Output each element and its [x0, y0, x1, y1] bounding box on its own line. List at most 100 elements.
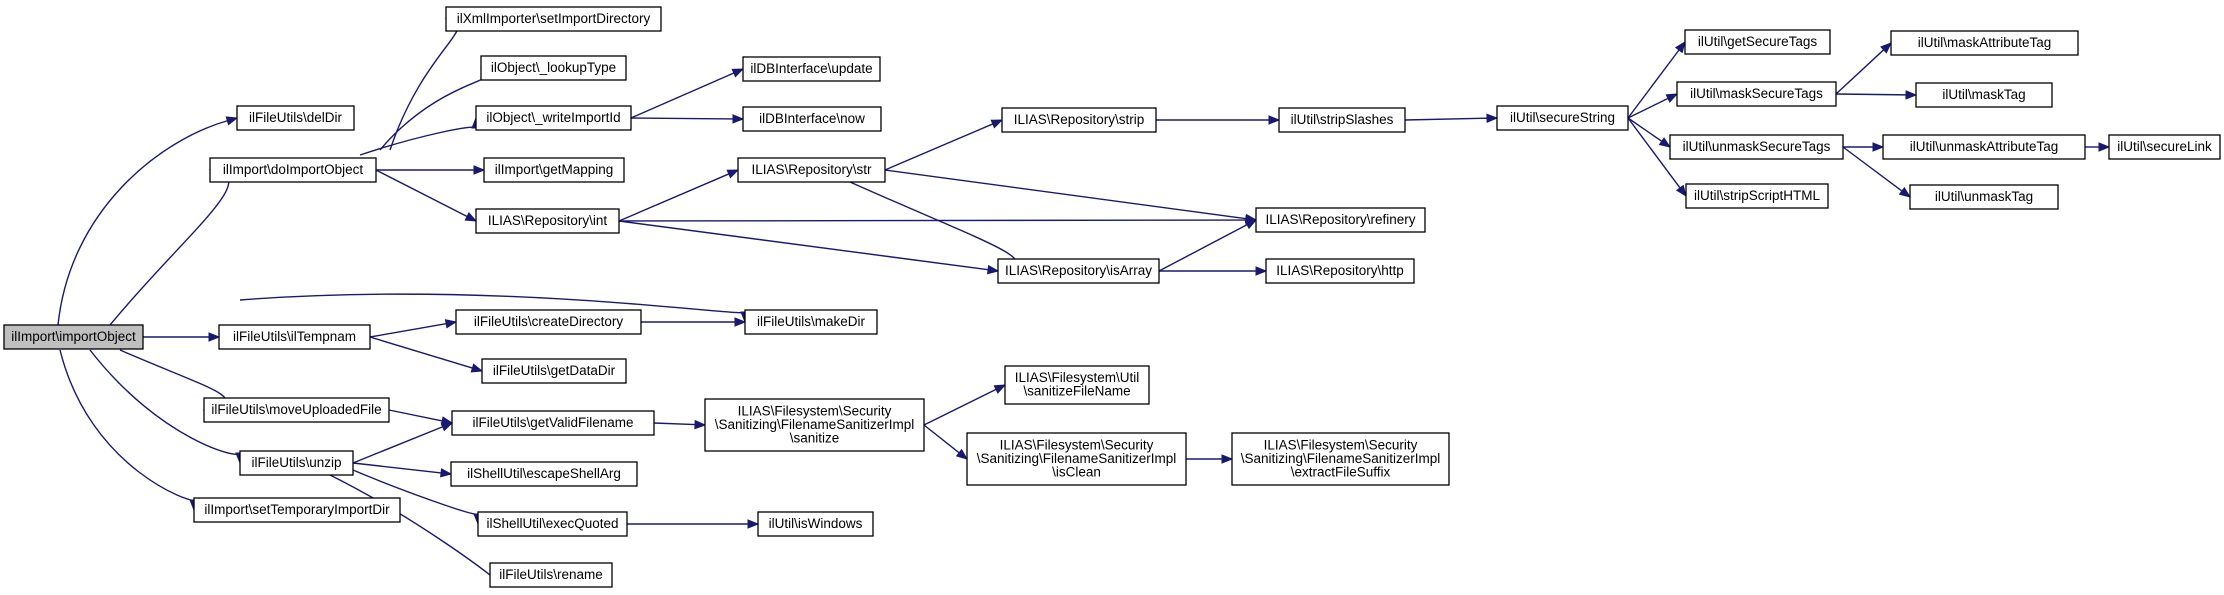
node-box [1278, 107, 1406, 133]
edge-repoIsArray-to-repoHttp [1159, 266, 1268, 276]
node-moveUploadedFile[interactable]: ilFileUtils\moveUploadedFile [203, 397, 390, 423]
node-repoInt[interactable]: ILIAS\Repository\int [475, 208, 620, 234]
edge-createDirectory-to-makeDir [641, 317, 747, 327]
node-box [742, 106, 882, 132]
node-box [1882, 134, 2086, 160]
node-box [1255, 207, 1426, 233]
node-maskTag[interactable]: ilUtil\maskTag [1915, 82, 2053, 108]
node-label: ILIAS\Filesystem\Util [1015, 370, 1140, 385]
edge-unmaskAttributeTag-to-secureLink [2085, 142, 2111, 152]
node-repoIsArray[interactable]: ILIAS\Repository\isArray [997, 258, 1160, 284]
node-importObject[interactable]: ilImport\importObject [3, 324, 144, 350]
node-ilTempnam[interactable]: ilFileUtils\ilTempnam [218, 324, 371, 350]
edge-doImportObject-to-lookupType [379, 66, 492, 151]
node-maskAttributeTag[interactable]: ilUtil\maskAttributeTag [1890, 30, 2079, 56]
node-box [1909, 184, 2059, 210]
node-label: ilShellUtil\execQuoted [486, 516, 618, 531]
node-label: ilUtil\unmaskSecureTags [1683, 139, 1831, 154]
node-lookupType[interactable]: ilObject\_lookupType [480, 55, 627, 81]
node-setTemporaryImportDir[interactable]: ilImport\setTemporaryImportDir [193, 497, 401, 523]
node-dbUpdate[interactable]: ilDBInterface\update [742, 56, 881, 82]
edge-importObject-to-doImportObject [109, 168, 230, 326]
node-label: \Sanitizing\FilenameSanitizerImpl [1241, 451, 1441, 466]
edge-doImportObject-to-repoInt [375, 169, 478, 222]
edge-secureString-to-stripScriptHTML [1627, 117, 1687, 198]
edge-maskSecureTags-to-maskAttributeTag [1835, 42, 1892, 95]
node-secureString[interactable]: ilUtil\secureString [1496, 105, 1629, 131]
node-rename[interactable]: ilFileUtils\rename [489, 562, 613, 588]
node-repoRefinery[interactable]: ILIAS\Repository\refinery [1255, 207, 1426, 233]
node-box [1676, 81, 1837, 107]
node-extractFileSuffix[interactable]: ILIAS\Filesystem\Security\Sanitizing\Fil… [1231, 432, 1450, 486]
node-label: \sanitizeFileName [1023, 384, 1130, 399]
node-isClean[interactable]: ILIAS\Filesystem\Security\Sanitizing\Fil… [966, 432, 1187, 486]
node-makeDir[interactable]: ilFileUtils\makeDir [744, 309, 878, 335]
node-box [744, 309, 878, 335]
node-getSecureTags[interactable]: ilUtil\getSecureTags [1684, 29, 1831, 55]
node-repoStr[interactable]: ILIAS\Repository\str [737, 157, 886, 183]
node-label: ilUtil\getSecureTags [1698, 34, 1818, 49]
node-label: ilUtil\unmaskAttributeTag [1910, 139, 2059, 154]
node-box [1004, 365, 1150, 405]
node-escapeShellArg[interactable]: ilShellUtil\escapeShellArg [450, 461, 638, 487]
node-repoHttp[interactable]: ILIAS\Repository\http [1265, 258, 1415, 284]
node-box [480, 55, 627, 81]
node-box [455, 309, 642, 335]
node-createDirectory[interactable]: ilFileUtils\createDirectory [455, 309, 642, 335]
edge-secureString-to-unmaskSecureTags [1627, 117, 1672, 148]
node-box [3, 324, 144, 350]
node-delDir[interactable]: ilFileUtils\delDir [236, 105, 355, 131]
node-label: ILIAS\Repository\refinery [1265, 212, 1415, 227]
edge-writeImportId-to-dbUpdate [630, 68, 745, 119]
node-label: ILIAS\Repository\int [488, 213, 608, 228]
edge-unzip-to-getValidFilename [352, 422, 454, 464]
node-dbNow[interactable]: ilDBInterface\now [742, 106, 882, 132]
edge-unmaskSecureTags-to-unmaskTag [1842, 146, 1912, 198]
node-doImportObject[interactable]: ilImport\doImportObject [209, 157, 377, 183]
edge-secureString-to-getSecureTags [1627, 40, 1686, 119]
node-setImportDirectory[interactable]: ilXmlImporter\setImportDirectory [445, 6, 662, 32]
node-label: \extractFileSuffix [1291, 464, 1391, 479]
node-getValidFilename[interactable]: ilFileUtils\getValidFilename [451, 410, 655, 436]
node-label: ILIAS\Filesystem\Security [1000, 437, 1154, 452]
edge-repoStr-to-repoIsArray [849, 181, 1017, 273]
node-writeImportId[interactable]: ilObject\_writeImportId [475, 105, 632, 131]
node-label: ilUtil\maskAttributeTag [1918, 35, 2052, 50]
node-box [1669, 134, 1844, 160]
node-unmaskSecureTags[interactable]: ilUtil\unmaskSecureTags [1669, 134, 1844, 160]
node-label: ilImport\setTemporaryImportDir [204, 502, 390, 517]
edge-doImportObject-to-getMapping [376, 165, 486, 175]
node-unmaskAttributeTag[interactable]: ilUtil\unmaskAttributeTag [1882, 134, 2086, 160]
node-maskSecureTags[interactable]: ilUtil\maskSecureTags [1676, 81, 1837, 107]
node-repoStrip[interactable]: ILIAS\Repository\strip [1001, 107, 1157, 133]
node-box [209, 157, 377, 183]
node-getDataDir[interactable]: ilFileUtils\getDataDir [481, 358, 627, 384]
node-label: ilFileUtils\createDirectory [474, 314, 624, 329]
node-box [450, 461, 638, 487]
node-box [997, 258, 1160, 284]
node-box [704, 398, 925, 452]
node-label: ILIAS\Repository\strip [1014, 112, 1145, 127]
node-unzip[interactable]: ilFileUtils\unzip [239, 450, 354, 476]
node-stripScriptHTML[interactable]: ilUtil\stripScriptHTML [1685, 183, 1829, 209]
node-label: ilUtil\maskTag [1942, 87, 2025, 102]
node-box [742, 56, 881, 82]
node-getMapping[interactable]: ilImport\getMapping [483, 157, 625, 183]
node-unmaskTag[interactable]: ilUtil\unmaskTag [1909, 184, 2059, 210]
node-sanitizeFileName[interactable]: ILIAS\Filesystem\Util\sanitizeFileName [1004, 365, 1150, 405]
node-box [1001, 107, 1157, 133]
node-execQuoted[interactable]: ilShellUtil\execQuoted [477, 511, 628, 537]
node-label: ILIAS\Repository\http [1276, 263, 1404, 278]
node-stripSlashes[interactable]: ilUtil\stripSlashes [1278, 107, 1406, 133]
node-box [1496, 105, 1629, 131]
edge-maskSecureTags-to-maskTag [1835, 90, 1918, 100]
node-label: ilFileUtils\makeDir [757, 314, 866, 329]
node-secureLink[interactable]: ilUtil\secureLink [2108, 134, 2221, 160]
node-label: \Sanitizing\FilenameSanitizerImpl [977, 451, 1177, 466]
node-sanitize[interactable]: ILIAS\Filesystem\Security\Sanitizing\Fil… [704, 398, 925, 452]
node-label: ilUtil\stripScriptHTML [1694, 188, 1821, 203]
node-isWindows[interactable]: ilUtil\isWindows [757, 511, 874, 537]
edge-isClean-to-extractFileSuffix [1186, 454, 1234, 464]
node-label: \Sanitizing\FilenameSanitizerImpl [715, 417, 915, 432]
